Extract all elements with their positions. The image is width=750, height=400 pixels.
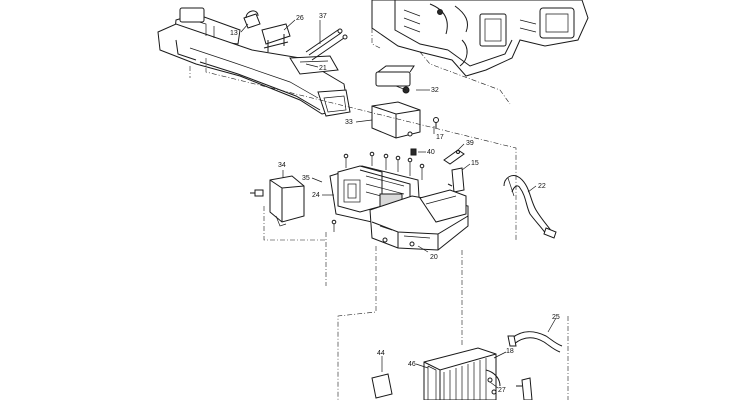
callout-21: 21 [319,65,327,72]
hose-25 [507,331,563,353]
control-box-33 [371,101,421,139]
valve-27 [516,377,533,400]
leader-lines [240,19,557,389]
clip-15 [447,167,465,193]
gasket-44 [371,373,393,399]
evaporator-core-18 [423,347,501,400]
callout-15: 15 [471,160,479,167]
callout-34: 34 [278,162,286,169]
drain-hose-22 [503,175,557,239]
callout-33: 33 [345,119,353,126]
screw-set [331,151,425,232]
air-duct-assembly [157,7,351,117]
callout-39: 39 [466,140,474,147]
module-34 [250,175,305,227]
callout-labels: 13 26 37 21 32 33 17 39 40 15 34 35 24 2… [230,13,560,394]
callout-40: 40 [427,149,435,156]
callout-25: 25 [552,314,560,321]
callout-46: 46 [408,361,416,368]
callout-20: 20 [430,254,438,261]
callout-27: 27 [498,387,506,394]
callout-18: 18 [506,348,514,355]
rod-37 [305,28,348,61]
sensor-32 [375,65,415,94]
callout-22: 22 [538,183,546,190]
callout-17: 17 [436,134,444,141]
unit-case-20 [369,189,469,251]
callout-26: 26 [296,15,304,22]
callout-13: 13 [230,30,238,37]
callout-35: 35 [302,175,310,182]
bracket-39 [443,149,465,165]
assembly-guide-lines [189,28,569,400]
hvac-unit-assembly [371,0,589,77]
bracket-26 [261,23,291,52]
callout-37: 37 [319,13,327,20]
screw-40 [410,148,417,156]
callout-44: 44 [377,350,385,357]
screw-17 [433,117,439,128]
callout-32: 32 [431,87,439,94]
callout-24: 24 [312,192,320,199]
